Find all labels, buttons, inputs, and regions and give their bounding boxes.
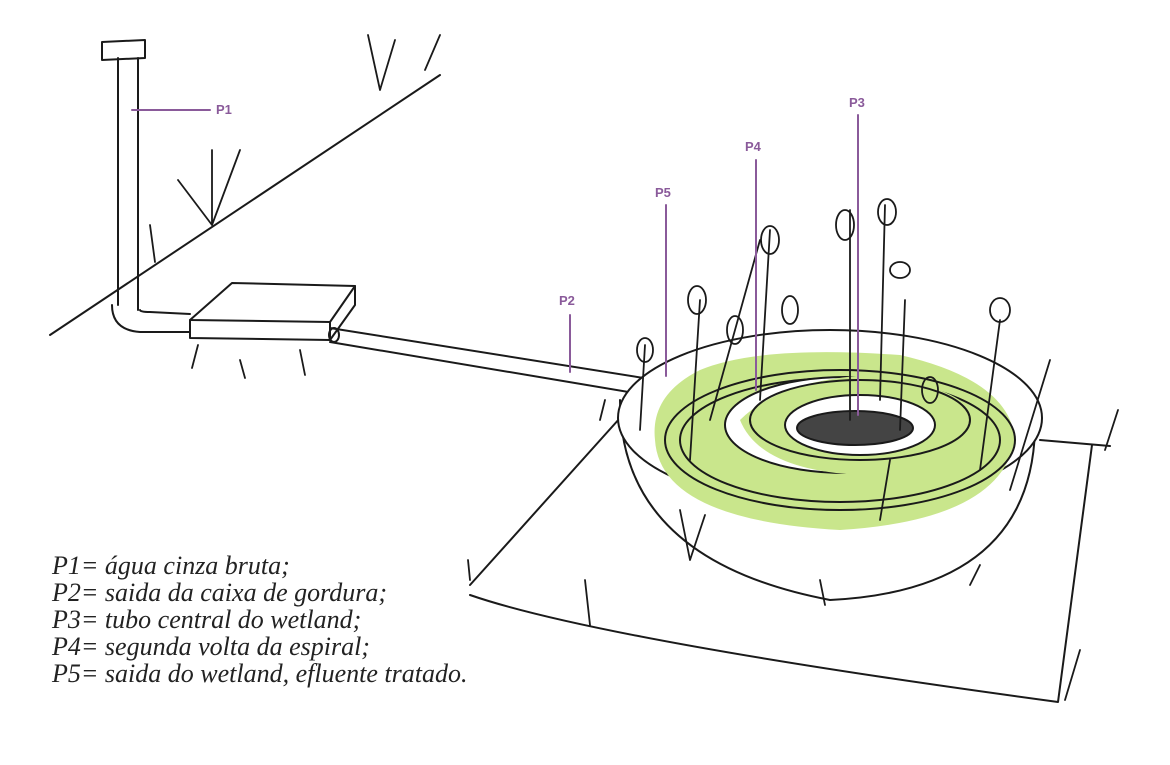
wetland-spiral bbox=[617, 329, 1043, 601]
inlet-pipe bbox=[101, 39, 191, 333]
wall-line bbox=[49, 74, 441, 336]
legend-item: P2= saida da caixa de gordura; bbox=[52, 578, 388, 607]
ground-outline bbox=[469, 417, 1111, 703]
label-p1: P1 bbox=[216, 102, 232, 117]
legend-item: P1= água cinza bruta; bbox=[52, 551, 290, 580]
plants bbox=[149, 34, 1119, 701]
label-p3: P3 bbox=[849, 95, 865, 110]
legend: P1= água cinza bruta; P2= saida da caixa… bbox=[52, 552, 467, 687]
legend-item: P5= saida do wetland, efluente tratado. bbox=[52, 659, 468, 688]
label-p4: P4 bbox=[745, 139, 761, 154]
legend-item: P4= segunda volta da espiral; bbox=[52, 632, 370, 661]
label-p2: P2 bbox=[559, 293, 575, 308]
legend-item: P3= tubo central do wetland; bbox=[52, 605, 362, 634]
label-p5: P5 bbox=[655, 185, 671, 200]
